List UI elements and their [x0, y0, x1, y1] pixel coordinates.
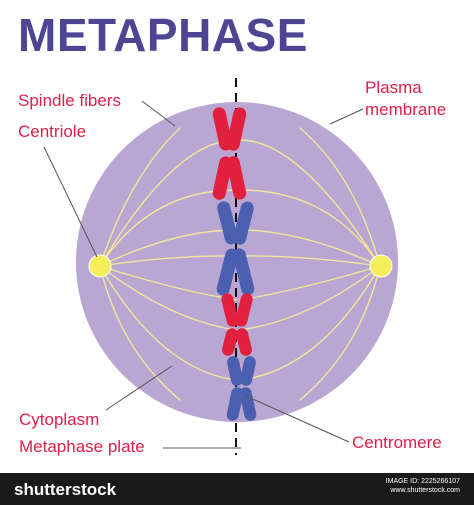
leader-cytoplasm — [105, 365, 173, 411]
spindle-fiber — [239, 189, 381, 267]
spindle-fiber — [239, 265, 381, 381]
label-plasma-membrane-line2: membrane — [365, 100, 447, 119]
spindle-fiber — [239, 255, 381, 267]
footer-bar: shutterstock IMAGE ID: 2225266107 www.sh… — [0, 473, 474, 505]
leader-centriole — [43, 146, 98, 258]
spindle-fiber — [299, 127, 381, 267]
site-url: www.shutterstock.com — [390, 486, 460, 494]
leader-plasma-membrane — [329, 108, 364, 125]
leader-centromere — [245, 395, 350, 443]
leader-spindle-fibers — [141, 100, 176, 127]
label-metaphase-plate: Metaphase plate — [19, 437, 145, 456]
spindle-fiber — [239, 139, 381, 267]
centriole-right — [369, 254, 393, 278]
spindle-fiber — [99, 265, 237, 381]
spindle-fiber — [239, 265, 381, 301]
label-centromere: Centromere — [352, 433, 442, 452]
spindle-fiber — [99, 265, 181, 401]
chromosome-blue-1 — [216, 201, 255, 296]
spindle-fiber — [239, 265, 381, 331]
spindle-fiber — [99, 127, 181, 267]
label-spindle-fibers: Spindle fibers — [18, 91, 122, 110]
image-id: IMAGE ID: 2225266107 — [385, 478, 460, 485]
chromosome-blue-2 — [226, 356, 257, 421]
spindle-fiber — [99, 255, 237, 267]
spindle-fiber — [99, 229, 237, 267]
spindle-fiber — [99, 265, 237, 331]
page-title: METAPHASE — [18, 9, 308, 61]
chromosome-red-2 — [221, 293, 253, 356]
image-id-block: IMAGE ID: 2225266107 www.shutterstock.co… — [386, 478, 460, 496]
label-plasma-membrane-line1: Plasma — [365, 78, 422, 97]
spindle-fiber — [239, 229, 381, 267]
label-cytoplasm: Cytoplasm — [19, 410, 100, 429]
spindle-fiber — [299, 265, 381, 401]
label-centriole: Centriole — [18, 122, 87, 141]
chromosome-red-1 — [212, 107, 247, 200]
brand-logo-text: shutterstock — [14, 480, 117, 499]
centriole-left — [88, 254, 112, 278]
